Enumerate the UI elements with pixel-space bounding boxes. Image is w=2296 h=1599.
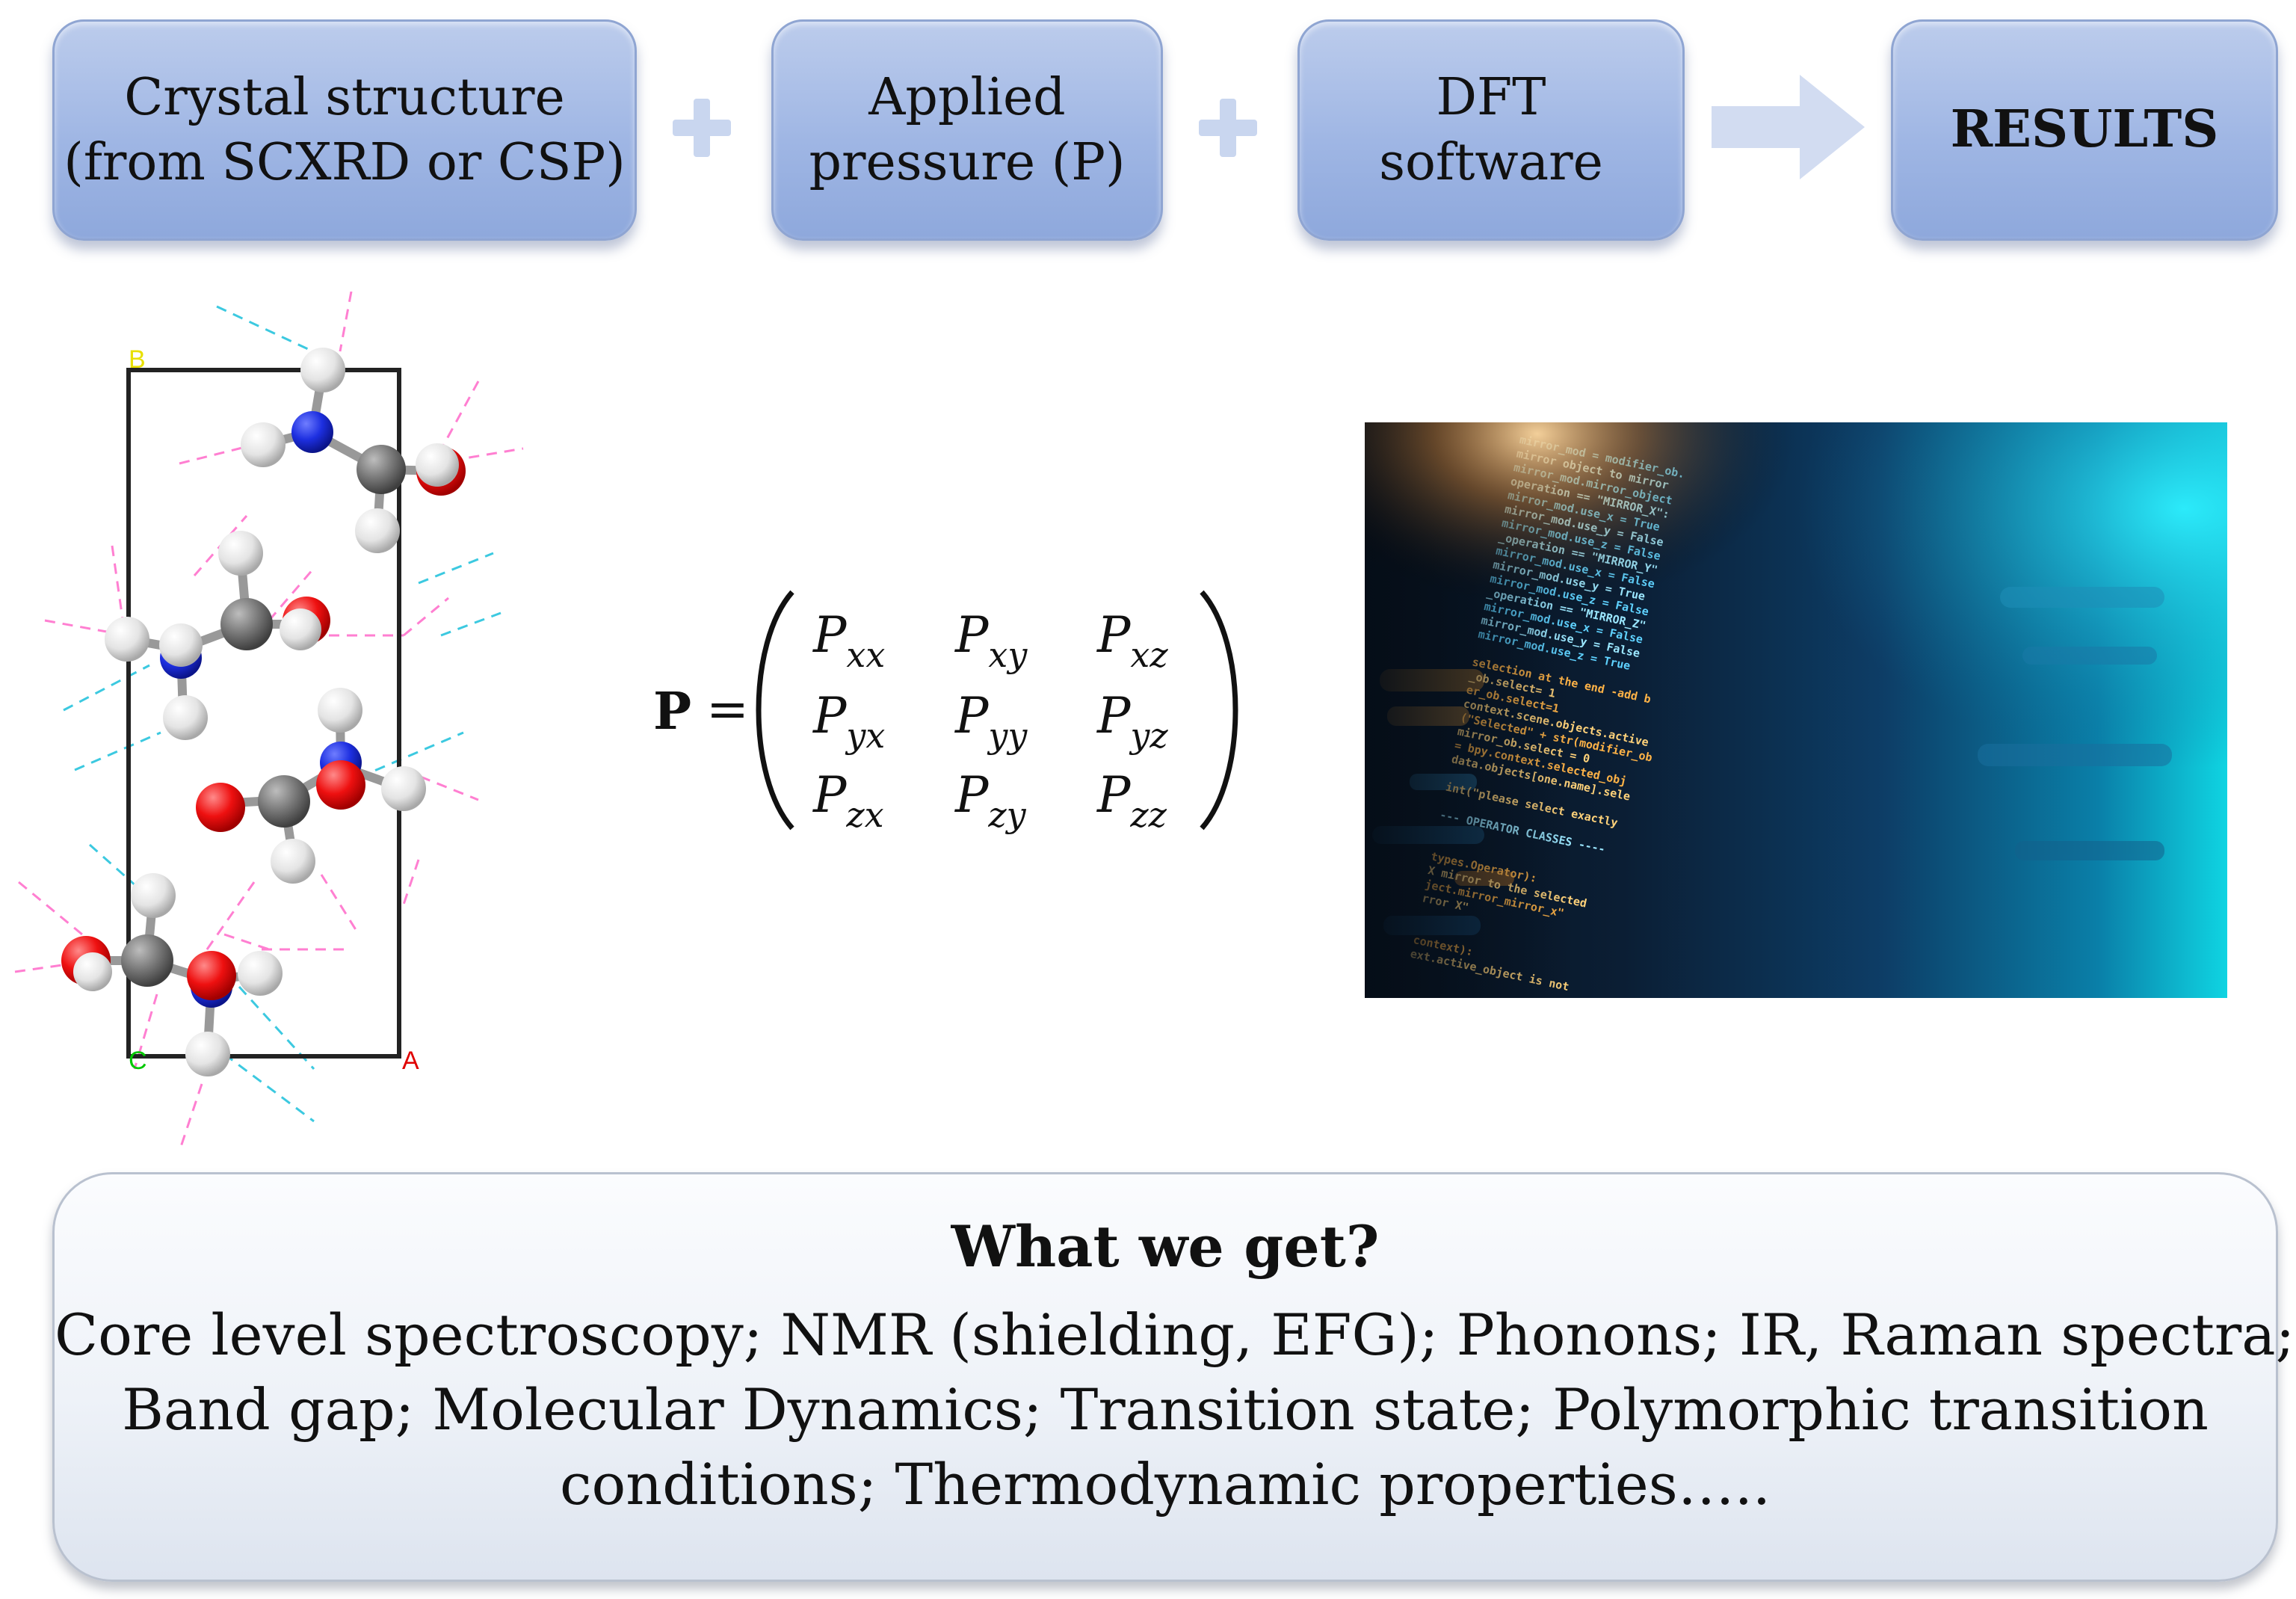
- what-we-get-heading: What we get?: [951, 1213, 1380, 1280]
- matrix-cell-yx: Pyx: [812, 687, 885, 756]
- crystal-structure-line1: Crystal structure: [124, 67, 565, 127]
- code-screen-image: mirror_mod = modifier_ob.mirror object t…: [1365, 422, 2227, 998]
- matrix-cell-zx: Pzx: [812, 766, 884, 835]
- matrix-equals: =: [706, 680, 749, 739]
- crystal-structure-line2: (from SCXRD or CSP): [64, 133, 626, 192]
- matrix-cell-zy: Pzy: [954, 766, 1027, 835]
- hydrogen-bond-lines: [14, 292, 524, 1152]
- crystal-structure-image: B C A: [14, 292, 524, 1152]
- axis-c-label: C: [129, 1047, 147, 1075]
- matrix-cell-yz: Pyz: [1096, 687, 1168, 756]
- results-box: RESULTS: [1891, 19, 2278, 241]
- unit-cell: [126, 368, 401, 1059]
- right-paren: [1200, 590, 1238, 831]
- applied-pressure-line2: pressure (P): [809, 133, 1126, 192]
- matrix-cell-xz: Pxz: [1096, 606, 1168, 675]
- what-we-get-line2: Band gap; Molecular Dynamics; Transition…: [122, 1376, 2209, 1443]
- applied-pressure-line1: Applied: [868, 67, 1066, 127]
- dft-software-box: DFT software: [1297, 19, 1685, 241]
- what-we-get-line3: conditions; Thermodynamic properties…..: [559, 1451, 1771, 1518]
- arrow-right-icon: [1712, 75, 1865, 179]
- matrix-cell-zz: Pzz: [1096, 766, 1167, 835]
- axis-a-label: A: [402, 1047, 419, 1075]
- plus-icon-1: [673, 99, 731, 157]
- applied-pressure-box: Applied pressure (P): [771, 19, 1163, 241]
- what-we-get-line1: Core level spectroscopy; NMR (shielding,…: [55, 1301, 2295, 1368]
- matrix-lhs: P: [653, 682, 691, 742]
- axis-b-label: B: [129, 345, 146, 374]
- dft-software-line1: DFT: [1436, 67, 1546, 127]
- left-paren: [756, 590, 794, 831]
- crystal-structure-box: Crystal structure (from SCXRD or CSP): [52, 19, 637, 241]
- what-we-get-text: Core level spectroscopy; NMR (shielding,…: [55, 1298, 2295, 1522]
- results-label: RESULTS: [1950, 99, 2219, 160]
- plus-icon-2: [1199, 99, 1257, 157]
- matrix-cell-xx: Pxx: [812, 606, 885, 675]
- matrix-cell-yy: Pyy: [954, 687, 1028, 756]
- what-we-get-panel: What we get? Core level spectroscopy; NM…: [52, 1172, 2295, 1582]
- matrix-cell-xy: Pxy: [954, 606, 1028, 675]
- dft-software-line2: software: [1379, 133, 1603, 192]
